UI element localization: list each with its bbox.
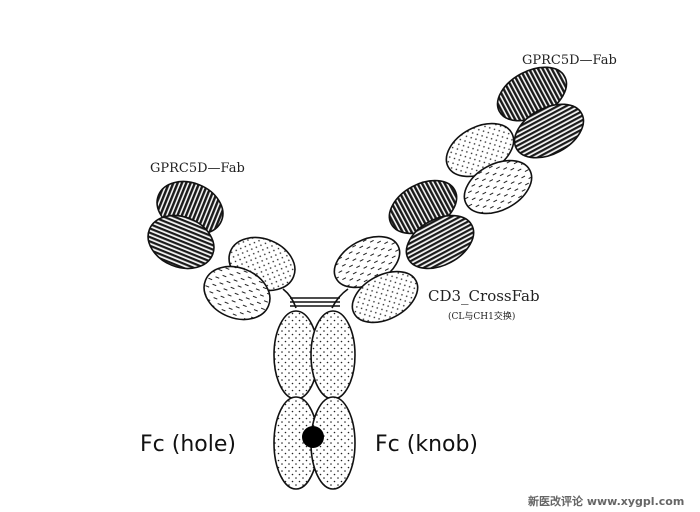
fab-top-vl-domain [513, 103, 585, 159]
fab-top-cl-domain [463, 159, 533, 215]
label-fab-top: GPRC5D—Fab [522, 53, 617, 68]
fc-knob-ch2-domain [310, 310, 356, 400]
label-crossfab-note: (CL与CH1交换) [448, 310, 515, 322]
watermark: 新医改评论 www.xygpl.com [528, 494, 684, 508]
label-crossfab: CD3_CrossFab [428, 287, 540, 305]
fc-region [273, 310, 356, 490]
fab-left-cl-domain [203, 265, 271, 321]
label-fab-left: GPRC5D—Fab [150, 161, 245, 176]
hinge [282, 288, 349, 309]
fab-top-right [445, 66, 585, 215]
crossfab-vl-domain [405, 214, 475, 270]
crossfab-ch1-domain [351, 270, 419, 324]
fab-left [147, 180, 296, 321]
cd3-crossfab [333, 179, 475, 324]
knob-into-hole-dot [302, 426, 324, 448]
label-fc-knob: Fc (knob) [375, 432, 478, 457]
label-fc-hole: Fc (hole) [140, 432, 236, 457]
fab-left-vl-domain [147, 214, 215, 270]
